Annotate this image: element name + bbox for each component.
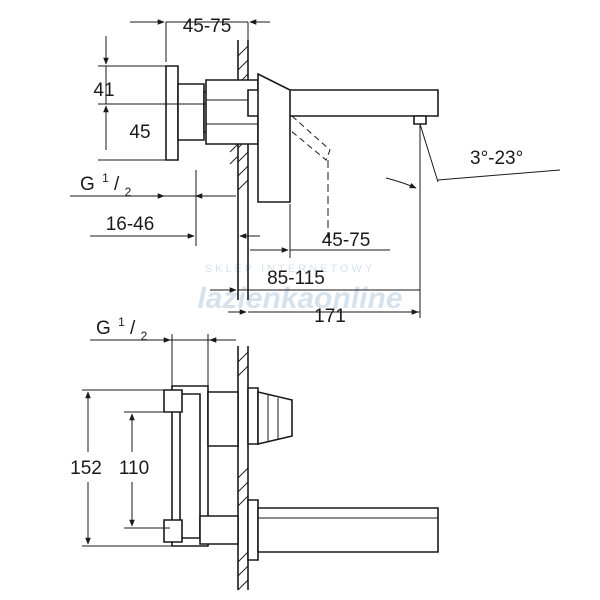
label-110: 110	[119, 458, 149, 479]
label-thread-bottom: G 1 / 2	[96, 310, 148, 343]
wall-bottom	[237, 346, 249, 591]
spout-top	[247, 72, 439, 238]
label-thread-top: G 1 / 2	[80, 166, 132, 199]
label-16-46: 16-46	[106, 214, 155, 235]
label-angle: 3°-23°	[470, 148, 523, 169]
dim-angle: 3°-23°	[385, 123, 561, 189]
dim-thread-top: G 1 / 2	[70, 166, 236, 199]
dim-171: 171	[228, 306, 420, 327]
installation-body	[163, 385, 293, 547]
label-wall-depth: 45-75	[183, 16, 232, 37]
dim-152: 152	[70, 389, 172, 547]
mixer-handle-top	[165, 65, 259, 161]
bottom-view: G 1 / 2 152 110	[70, 310, 439, 591]
dim-41: 41	[93, 36, 206, 105]
dim-110: 110	[119, 411, 170, 529]
label-45: 45	[129, 122, 150, 143]
dim-spout-45-75: 45-75	[250, 204, 390, 258]
dim-wall-depth: 45-75	[130, 16, 270, 62]
label-85-115: 85-115	[267, 268, 325, 289]
label-spout-45-75: 45-75	[322, 230, 371, 251]
top-view: 45-75 41 45 G 1 / 2	[70, 16, 561, 327]
label-171: 171	[314, 306, 346, 327]
spout-bottom	[199, 499, 439, 561]
label-152: 152	[70, 458, 102, 479]
dim-85-115: 85-115	[210, 124, 421, 318]
label-41: 41	[93, 80, 114, 101]
dim-thread-bottom: G 1 / 2	[90, 310, 236, 386]
wall-top	[229, 40, 249, 300]
watermark-line1: SKLEP INTERNETOWY	[205, 263, 375, 275]
dim-45: 45	[98, 105, 170, 161]
dim-16-46: 16-46	[90, 170, 260, 246]
